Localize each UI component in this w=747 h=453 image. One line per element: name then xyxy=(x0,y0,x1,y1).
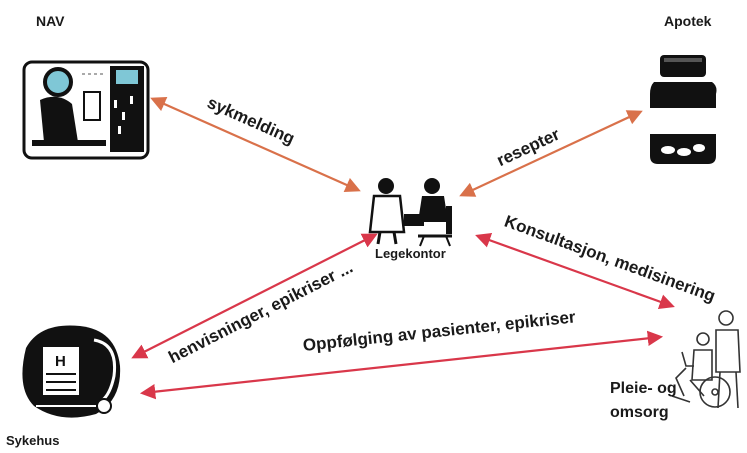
node-label-sykehus: Sykehus xyxy=(6,433,60,448)
node-label-legekontor: Legekontor xyxy=(375,246,446,261)
arrow-legekontor-pleie xyxy=(475,232,675,310)
doctor-office-icon xyxy=(368,178,452,247)
arrow-nav-legekontor xyxy=(150,96,361,193)
pharmacy-bottle-icon xyxy=(650,55,717,164)
nav-icon xyxy=(22,60,150,160)
arrow-apotek-legekontor xyxy=(459,110,643,197)
svg-text:H: H xyxy=(55,353,66,370)
arrow-sykehus-pleie xyxy=(139,330,664,400)
node-label-pleie-line1: Pleie- og xyxy=(610,380,677,397)
node-label-nav: NAV xyxy=(36,13,65,29)
node-label-apotek: Apotek xyxy=(664,13,712,29)
hospital-icon: H xyxy=(22,325,121,418)
node-label-pleie-line2: omsorg xyxy=(610,404,669,421)
care-wheelchair-icon xyxy=(671,310,741,409)
